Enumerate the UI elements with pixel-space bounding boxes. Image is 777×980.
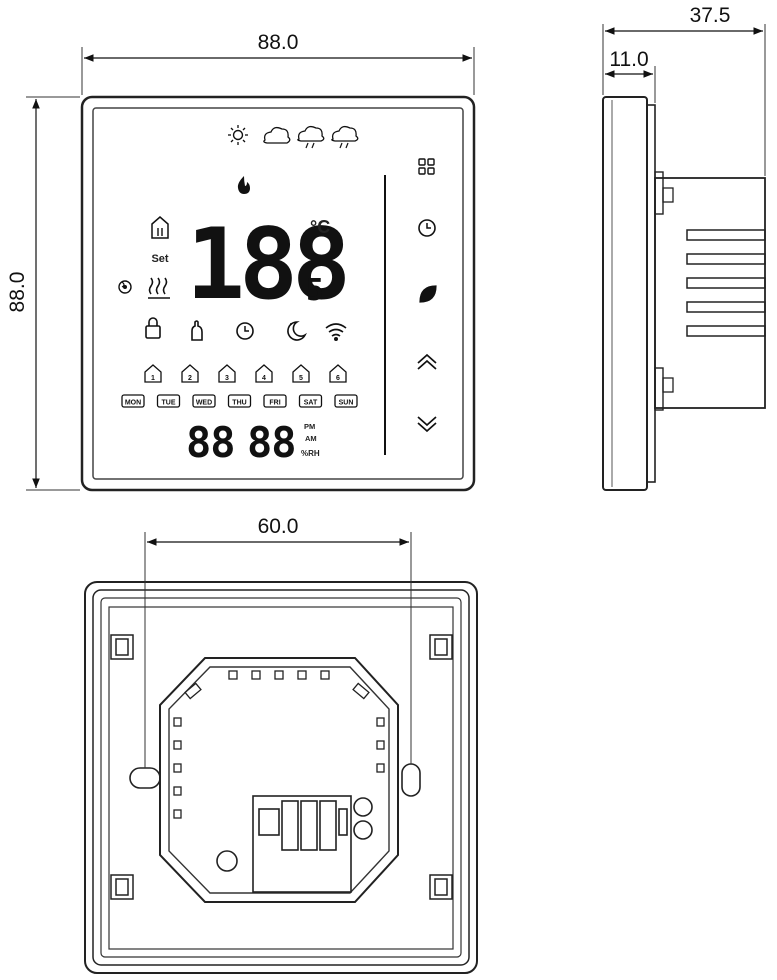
down-chevron-icon[interactable]: [417, 416, 437, 433]
front-width-label: 88.0: [258, 31, 299, 54]
weekday-box: [227, 394, 252, 408]
side-panel-depth-label: 11.0: [609, 48, 648, 71]
period-number: 5: [299, 375, 303, 382]
am-label: AM: [305, 434, 317, 443]
front-height-label: 88.0: [6, 272, 29, 313]
left-mounting-hole: [129, 767, 161, 789]
decimal-digit: 5: [306, 273, 324, 308]
set-label: Set: [151, 253, 168, 265]
side-total-depth-dimension: 37.5: [602, 4, 766, 176]
right-mounting-hole: [401, 763, 421, 797]
menu-grid-icon[interactable]: [418, 158, 435, 175]
main-temperature-digits: 188: [186, 208, 345, 322]
sun-icon: [228, 125, 248, 145]
front-view: 88.0 88.0: [6, 31, 476, 492]
period-number: 3: [225, 375, 229, 382]
unit-label: °C: [310, 217, 330, 237]
weekday-label: TUE: [162, 400, 176, 407]
humidity-label: %RH: [301, 449, 320, 458]
weekday-label: SAT: [304, 400, 318, 407]
top-tabs: [184, 670, 370, 700]
period-house-icon: [255, 364, 273, 383]
side-front-panel: [602, 96, 648, 491]
weekday-box: [192, 394, 216, 408]
front-outer-frame: [80, 95, 476, 492]
period-number: 1: [151, 375, 155, 382]
weekday-label: WED: [196, 400, 212, 407]
hand-icon: [191, 320, 203, 341]
corner-clips: [110, 634, 453, 900]
back-hole-spacing-dimension: 60.0: [144, 515, 412, 768]
period-house-icon: [292, 364, 310, 383]
period-house-icon: [181, 364, 199, 383]
pm-label: PM: [304, 422, 315, 431]
clock-icon: [236, 322, 254, 340]
lock-icon: [145, 317, 161, 339]
weekday-box: [263, 394, 287, 408]
weekday-label: FRI: [269, 400, 280, 407]
weekday-label: THU: [232, 400, 246, 407]
back-octagon-body: [159, 657, 399, 903]
front-width-dimension: 88.0: [81, 31, 475, 95]
weekday-box: [298, 394, 323, 408]
wifi-icon: [325, 323, 347, 341]
period-house-icon: [218, 364, 236, 383]
snow-cloud-icon: [331, 125, 359, 149]
back-hole-spacing-label: 60.0: [258, 515, 299, 538]
rain-cloud-icon: [297, 125, 325, 149]
period-number: 4: [262, 375, 266, 382]
side-tabs: [173, 717, 385, 819]
side-bezel: [646, 104, 656, 483]
clock-minutes-digits: 88: [247, 418, 296, 467]
cloud-icon: [263, 126, 291, 144]
moon-icon: [287, 321, 307, 341]
period-house-icon: [144, 364, 162, 383]
side-total-depth-label: 37.5: [690, 4, 731, 27]
back-view: 60.0: [84, 515, 478, 974]
clock-hours-digits: 88: [186, 418, 235, 467]
period-house-icon: [329, 364, 347, 383]
cable-hole: [216, 850, 238, 872]
period-number: 6: [336, 375, 340, 382]
weekday-label: SUN: [339, 400, 354, 407]
heating-icon: [148, 277, 170, 299]
weekday-box: [121, 394, 145, 408]
side-fins: [686, 229, 766, 337]
eco-leaf-icon[interactable]: [419, 285, 437, 303]
side-view: 37.5 11.0: [602, 4, 766, 491]
side-panel-depth-dimension: 11.0: [605, 48, 656, 103]
weekday-row: MON TUE WED THU FRI SAT SUN: [121, 394, 358, 408]
side-body: [654, 177, 766, 409]
weekday-box: [334, 394, 358, 408]
period-number: 2: [188, 375, 192, 382]
weekday-label: MON: [125, 400, 141, 407]
flame-icon: [237, 176, 250, 194]
terminal-block: [252, 795, 373, 893]
period-icons-row: 1 2 3 4 5 6: [144, 364, 347, 383]
up-chevron-icon[interactable]: [417, 353, 437, 370]
front-glass-panel: [92, 107, 464, 480]
front-height-dimension: 88.0: [6, 96, 80, 491]
fan-icon: [118, 280, 132, 294]
back-outer-frame: [84, 581, 478, 974]
schedule-clock-icon[interactable]: [418, 219, 436, 237]
house-icon: [151, 216, 169, 239]
weekday-box: [156, 394, 181, 408]
